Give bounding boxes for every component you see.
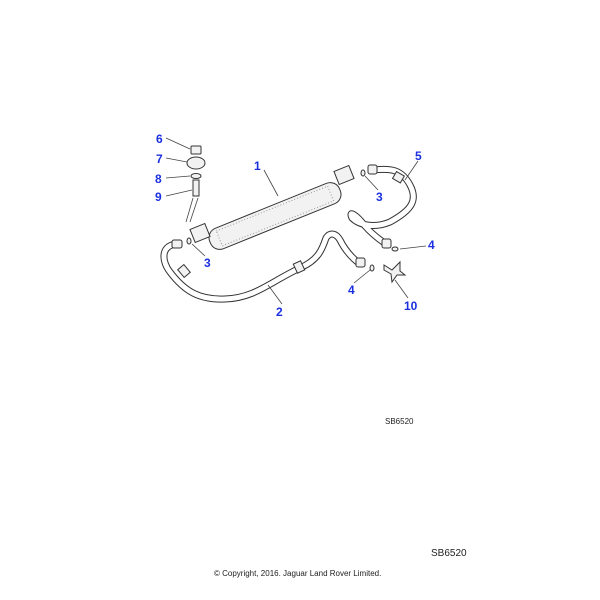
callout-4: 4 [428, 238, 435, 252]
callout-3: 3 [204, 256, 211, 270]
o-ring-4b [369, 264, 375, 272]
callout-8: 8 [155, 172, 162, 186]
diagram-reference: SB6520 [431, 548, 467, 559]
o-ring-3a [186, 237, 192, 245]
callout-5: 5 [415, 149, 422, 163]
o-ring-4a [391, 246, 399, 252]
callout-3: 3 [376, 190, 383, 204]
callout-4: 4 [348, 283, 355, 297]
diagram-reference-small: SB6520 [385, 417, 414, 426]
callout-9: 9 [155, 190, 162, 204]
pipe-5 [347, 164, 417, 249]
o-ring-3b [360, 169, 366, 177]
callout-7: 7 [156, 152, 163, 166]
callout-10: 10 [404, 299, 418, 313]
copyright-notice: © Copyright, 2016. Jaguar Land Rover Lim… [214, 569, 382, 578]
mounting-hardware [185, 145, 206, 223]
callout-1: 1 [254, 159, 261, 173]
callout-6: 6 [156, 132, 163, 146]
clamp-10 [383, 260, 407, 284]
leader-lines [165, 137, 427, 305]
callout-2: 2 [276, 305, 283, 319]
pipe-2 [160, 230, 366, 303]
oil-cooler-1 [189, 164, 355, 250]
